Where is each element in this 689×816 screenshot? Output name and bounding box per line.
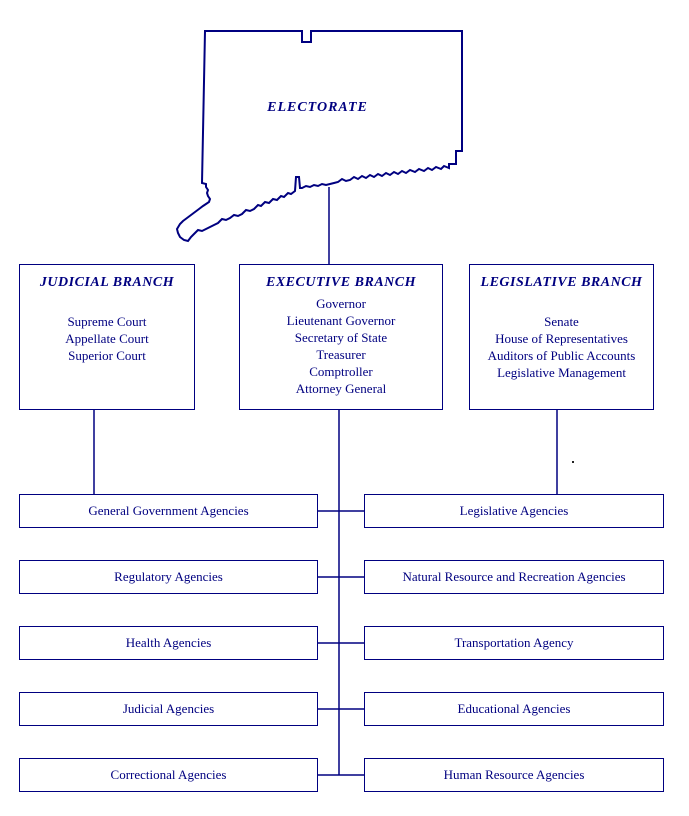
judicial-branch-members: Supreme Court Appellate Court Superior C… bbox=[20, 313, 194, 364]
agency-box-educational: Educational Agencies bbox=[364, 692, 664, 726]
judicial-branch-box: JUDICIAL BRANCH Supreme Court Appellate … bbox=[19, 264, 195, 410]
agency-box-correctional: Correctional Agencies bbox=[19, 758, 318, 792]
agency-box-general-government: General Government Agencies bbox=[19, 494, 318, 528]
branch-member: Senate bbox=[544, 314, 579, 329]
electorate-label: ELECTORATE bbox=[267, 100, 368, 115]
branch-member: Secretary of State bbox=[294, 330, 388, 345]
legislative-branch-box: LEGISLATIVE BRANCH Senate House of Repre… bbox=[469, 264, 654, 410]
agency-label: Regulatory Agencies bbox=[114, 569, 223, 584]
legislative-branch-members: Senate House of Representatives Auditors… bbox=[470, 313, 653, 381]
branch-member: Auditors of Public Accounts bbox=[487, 348, 636, 363]
agency-box-natural-resource-recreation: Natural Resource and Recreation Agencies bbox=[364, 560, 664, 594]
branch-member: Comptroller bbox=[309, 364, 373, 379]
branch-member: Attorney General bbox=[295, 381, 387, 396]
branch-member: Legislative Management bbox=[497, 365, 626, 380]
agency-label: Correctional Agencies bbox=[110, 767, 227, 782]
executive-branch-box: EXECUTIVE BRANCH Governor Lieutenant Gov… bbox=[239, 264, 443, 410]
agency-box-judicial: Judicial Agencies bbox=[19, 692, 318, 726]
branch-member: Lieutenant Governor bbox=[286, 313, 396, 328]
agency-label: Natural Resource and Recreation Agencies bbox=[402, 569, 626, 584]
agency-label: General Government Agencies bbox=[88, 503, 249, 518]
branch-member: Treasurer bbox=[316, 347, 366, 362]
agency-label: Legislative Agencies bbox=[459, 503, 569, 518]
legislative-branch-title: LEGISLATIVE BRANCH bbox=[480, 275, 643, 290]
agency-box-health: Health Agencies bbox=[19, 626, 318, 660]
connecticut-map-outline bbox=[175, 30, 463, 243]
agency-box-regulatory: Regulatory Agencies bbox=[19, 560, 318, 594]
stray-dot-artifact bbox=[572, 461, 574, 463]
executive-branch-members: Governor Lieutenant Governor Secretary o… bbox=[240, 295, 442, 397]
agency-label: Judicial Agencies bbox=[122, 701, 215, 716]
judicial-branch-title: JUDICIAL BRANCH bbox=[39, 275, 175, 290]
agency-label: Educational Agencies bbox=[457, 701, 571, 716]
branch-member: House of Representatives bbox=[495, 331, 628, 346]
agency-box-legislative: Legislative Agencies bbox=[364, 494, 664, 528]
branch-member: Governor bbox=[316, 296, 366, 311]
branch-member: Superior Court bbox=[68, 348, 146, 363]
branch-member: Supreme Court bbox=[67, 314, 147, 329]
agency-box-transportation: Transportation Agency bbox=[364, 626, 664, 660]
branch-member: Appellate Court bbox=[65, 331, 149, 346]
agency-label: Health Agencies bbox=[125, 635, 212, 650]
agency-label: Transportation Agency bbox=[454, 635, 574, 650]
executive-branch-title: EXECUTIVE BRANCH bbox=[266, 275, 416, 290]
agency-box-human-resource: Human Resource Agencies bbox=[364, 758, 664, 792]
agency-label: Human Resource Agencies bbox=[443, 767, 585, 782]
